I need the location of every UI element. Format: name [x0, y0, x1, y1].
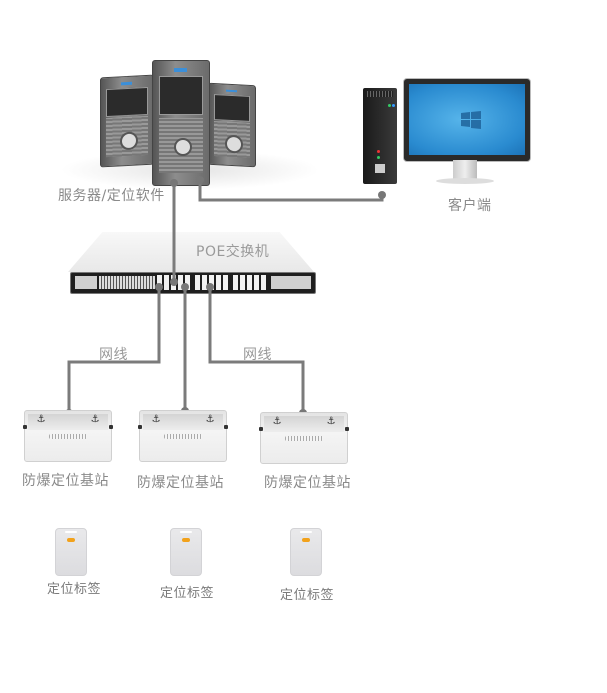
- wire-node: [170, 278, 178, 286]
- base-station-icon[interactable]: ⚓⚓: [138, 410, 228, 462]
- windows-logo-icon: [461, 111, 481, 129]
- pc-tower-icon: [363, 88, 397, 184]
- wire-node: [196, 176, 204, 184]
- tag-label: 定位标签: [160, 586, 215, 601]
- switch-ports: [233, 275, 267, 290]
- base-station-icon[interactable]: ⚓⚓: [23, 410, 113, 462]
- locator-tag-icon[interactable]: [170, 528, 202, 576]
- cable-label-left: 网线: [99, 347, 128, 363]
- base-station-label: 防爆定位基站: [137, 475, 224, 491]
- monitor-stand: [453, 160, 477, 180]
- monitor-icon: [403, 78, 531, 162]
- wire-node: [378, 191, 386, 199]
- wire-node: [206, 283, 214, 291]
- wire-node: [170, 179, 178, 187]
- tag-label: 定位标签: [47, 582, 102, 597]
- cable-label-right: 网线: [243, 347, 272, 363]
- server-label: 服务器/定位软件: [58, 188, 165, 204]
- wire-node: [155, 283, 163, 291]
- tag-label: 定位标签: [280, 588, 335, 603]
- locator-tag-icon[interactable]: [55, 528, 87, 576]
- server-tower-main-icon: [152, 60, 210, 186]
- base-station-icon[interactable]: ⚓⚓: [259, 412, 349, 464]
- switch-ports: [195, 275, 229, 290]
- windows-logo-icon: [375, 164, 385, 173]
- wire-switch-station-1: [67, 287, 161, 413]
- locator-tag-icon[interactable]: [290, 528, 322, 576]
- wire-server-client: [198, 183, 384, 202]
- switch-body-icon: [68, 232, 314, 272]
- client-label: 客户端: [448, 198, 492, 214]
- wire-node: [181, 283, 189, 291]
- base-station-label: 防爆定位基站: [264, 475, 351, 491]
- monitor-stand-base: [436, 178, 494, 184]
- base-station-label: 防爆定位基站: [22, 473, 109, 489]
- wire-switch-station-3: [208, 287, 305, 413]
- switch-label: POE交换机: [196, 244, 270, 260]
